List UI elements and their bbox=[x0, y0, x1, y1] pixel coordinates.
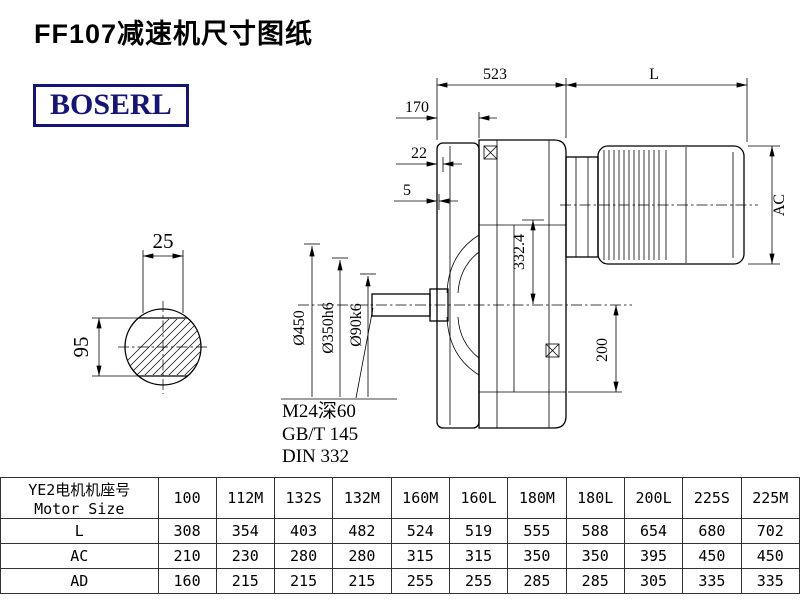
col-header: 200L bbox=[623, 477, 684, 519]
table-cell: 215 bbox=[332, 568, 392, 594]
dim-5: 5 bbox=[394, 182, 458, 210]
dim-shaft: Ø90k6 bbox=[348, 273, 376, 397]
col-header: 160L bbox=[448, 477, 509, 519]
table-cell: 680 bbox=[682, 518, 742, 544]
table-cell: 315 bbox=[448, 543, 509, 569]
dim-200: 200 bbox=[568, 305, 622, 393]
dim-523: 523 bbox=[436, 66, 567, 140]
dim-spigot-label: Ø350h6 bbox=[320, 302, 337, 354]
col-header: 225S bbox=[682, 477, 742, 519]
dim-total-width-label: 523 bbox=[483, 66, 507, 83]
dim-332: 332.4 bbox=[511, 219, 544, 304]
dim-L: L bbox=[566, 66, 748, 142]
table-cell: 285 bbox=[565, 568, 625, 594]
col-header: 180M bbox=[507, 477, 567, 519]
inspection-mark-top bbox=[483, 145, 498, 160]
table-cell: 160 bbox=[157, 568, 217, 594]
section-hatching bbox=[125, 319, 201, 375]
table-cell: 588 bbox=[565, 518, 625, 544]
dim-motor-length-label: L bbox=[649, 66, 659, 83]
dim-22-label: 22 bbox=[411, 145, 427, 162]
col-header: 112M bbox=[215, 477, 275, 519]
page-title: FF107减速机尺寸图纸 bbox=[34, 19, 314, 49]
col-header: 225M bbox=[740, 477, 800, 519]
thread-notes: M24深60 GB/T 145 DIN 332 bbox=[281, 307, 397, 467]
table-cell: 255 bbox=[390, 568, 450, 594]
dim-flange-od-label: Ø450 bbox=[291, 310, 308, 346]
table-cell: 210 bbox=[157, 543, 217, 569]
table-cell: 482 bbox=[332, 518, 392, 544]
table-cell: 555 bbox=[507, 518, 567, 544]
dim-motor-height-label: AC bbox=[771, 194, 788, 216]
table-cell: 702 bbox=[740, 518, 800, 544]
table-cell: 335 bbox=[682, 568, 742, 594]
table-cell: 350 bbox=[507, 543, 567, 569]
table-cell: 305 bbox=[623, 568, 684, 594]
note-thread: M24深60 bbox=[282, 400, 356, 422]
dim-AC: AC bbox=[748, 145, 788, 265]
table-cell: 255 bbox=[448, 568, 509, 594]
table-row-L: L 308 354 403 482 524 519 555 588 654 68… bbox=[0, 518, 800, 544]
dim-5-label: 5 bbox=[403, 182, 411, 199]
table-cell: 654 bbox=[623, 518, 684, 544]
dim-key-height-label: 95 bbox=[69, 337, 93, 358]
table-row-AC: AC 210 230 280 280 315 315 350 350 395 4… bbox=[0, 543, 800, 569]
table-cell: 354 bbox=[215, 518, 275, 544]
dim-key-width-label: 25 bbox=[153, 229, 174, 253]
table-header-row: YE2电机机座号 Motor Size 100 112M 132S 132M 1… bbox=[0, 477, 800, 519]
motor-fins bbox=[603, 150, 660, 260]
dim-170: 170 bbox=[396, 99, 497, 138]
table-row-AD: AD 160 215 215 215 255 255 285 285 305 3… bbox=[0, 568, 800, 594]
row-label: AC bbox=[0, 543, 159, 569]
table-header-cn: YE2电机机座号 bbox=[28, 480, 131, 499]
dim-flange-od: Ø450 bbox=[291, 243, 320, 397]
table-cell: 519 bbox=[448, 518, 509, 544]
output-shaft bbox=[371, 288, 449, 322]
table-cell: 395 bbox=[623, 543, 684, 569]
table-cell: 450 bbox=[740, 543, 800, 569]
table-cell: 450 bbox=[682, 543, 742, 569]
table-cell: 350 bbox=[565, 543, 625, 569]
inspection-mark-bottom bbox=[545, 343, 560, 358]
col-header: 132S bbox=[273, 477, 334, 519]
note-standard-gb: GB/T 145 bbox=[282, 424, 358, 445]
col-header: 160M bbox=[390, 477, 450, 519]
table-cell: 335 bbox=[740, 568, 800, 594]
brand-logo: BOSERL bbox=[33, 84, 189, 127]
table-header-motor-size: YE2电机机座号 Motor Size bbox=[0, 477, 159, 519]
col-header: 132M bbox=[332, 477, 392, 519]
table-cell: 285 bbox=[507, 568, 567, 594]
table-cell: 280 bbox=[332, 543, 392, 569]
gearbox-body bbox=[436, 139, 567, 429]
motor bbox=[565, 145, 745, 265]
row-label: AD bbox=[0, 568, 159, 594]
dim-center-height-label: 332.4 bbox=[511, 234, 528, 270]
col-header: 100 bbox=[157, 477, 217, 519]
col-header: 180L bbox=[565, 477, 625, 519]
table-cell: 308 bbox=[157, 518, 217, 544]
dim-22: 22 bbox=[396, 145, 462, 172]
centerlines bbox=[118, 204, 758, 394]
dim-170-label: 170 bbox=[405, 99, 429, 116]
table-header-en: Motor Size bbox=[34, 499, 125, 518]
motor-size-table: YE2电机机座号 Motor Size 100 112M 132S 132M 1… bbox=[0, 477, 800, 594]
table-cell: 524 bbox=[390, 518, 450, 544]
note-standard-din: DIN 332 bbox=[282, 446, 349, 467]
dim-spigot: Ø350h6 bbox=[320, 257, 348, 397]
dim-95: 95 bbox=[69, 317, 141, 377]
dim-200-label: 200 bbox=[594, 338, 611, 362]
table-cell: 315 bbox=[390, 543, 450, 569]
table-cell: 215 bbox=[215, 568, 275, 594]
table-cell: 280 bbox=[273, 543, 334, 569]
table-cell: 403 bbox=[273, 518, 334, 544]
dim-25: 25 bbox=[142, 229, 184, 313]
row-label: L bbox=[0, 518, 159, 544]
table-cell: 215 bbox=[273, 568, 334, 594]
dim-shaft-label: Ø90k6 bbox=[348, 303, 365, 347]
table-cell: 230 bbox=[215, 543, 275, 569]
shaft-end-detail: 25 95 bbox=[69, 229, 202, 386]
